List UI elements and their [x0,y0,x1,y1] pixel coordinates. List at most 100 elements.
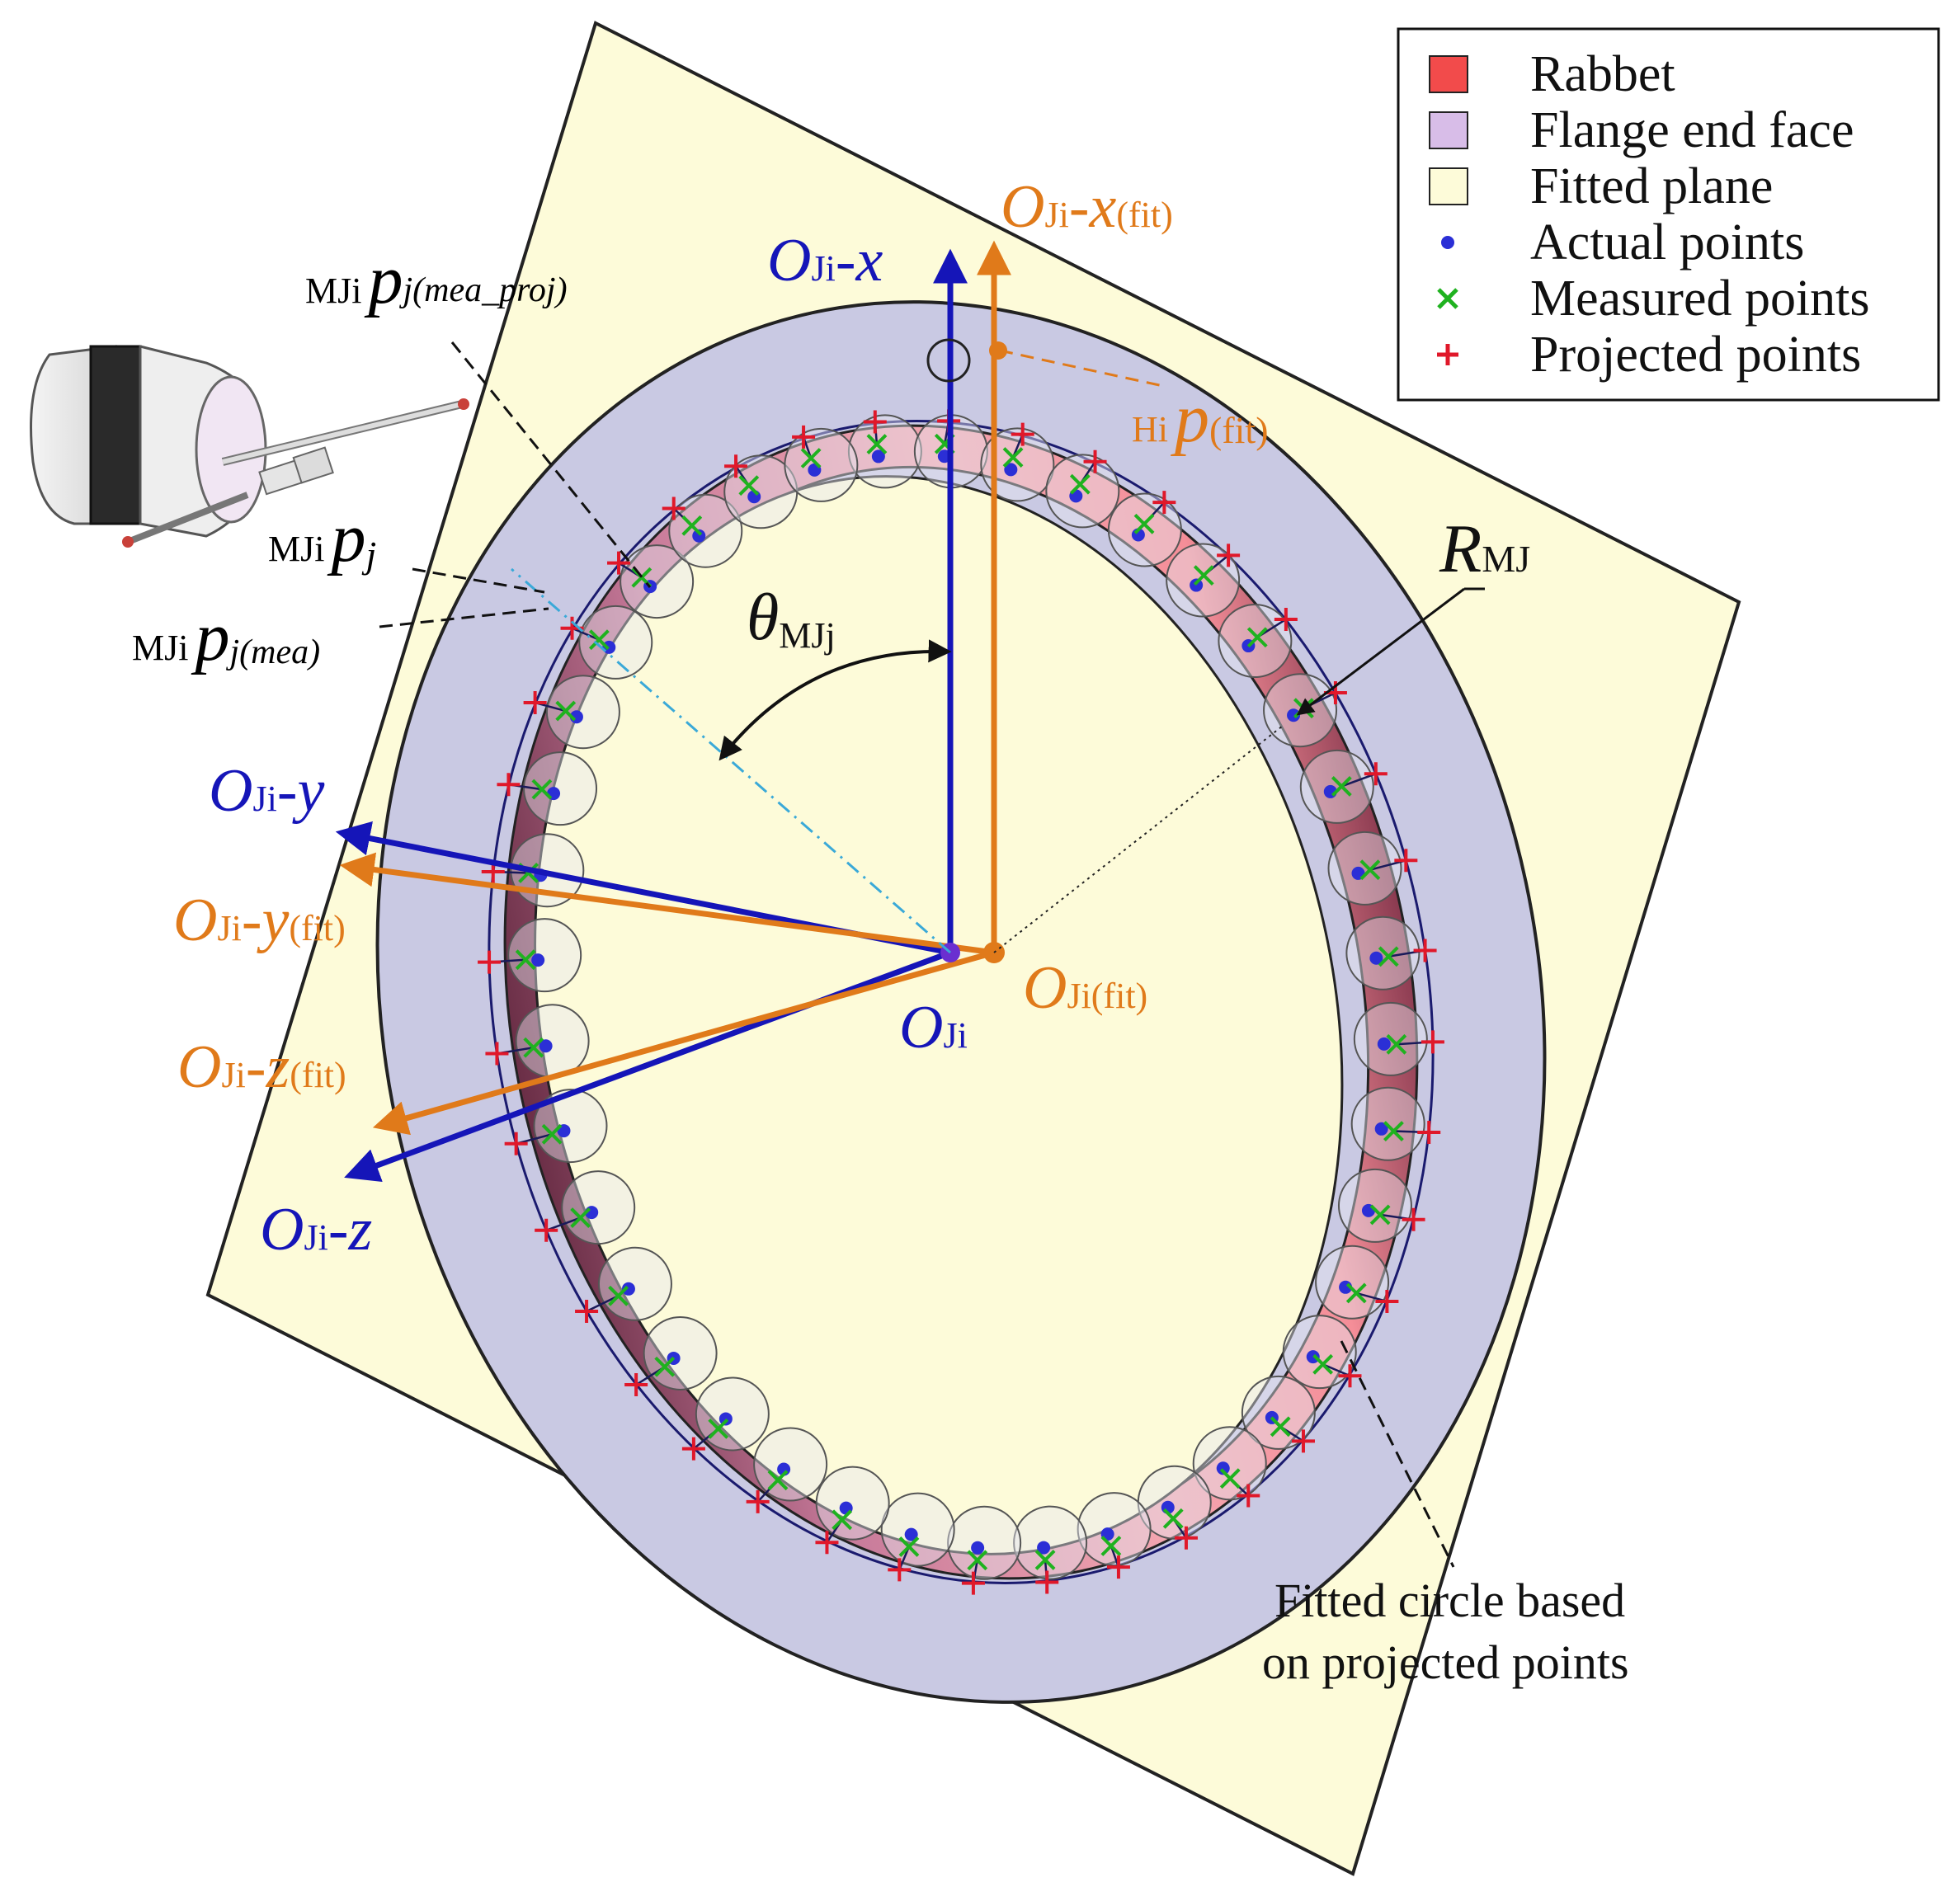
legend-swatch-2 [1429,167,1468,205]
measured-point [1002,447,1024,468]
projected-point [1394,849,1418,873]
measured-point [1133,513,1155,534]
projected-point [1083,449,1107,473]
probe-sphere [561,1170,636,1245]
legend-label-5: Projected points [1530,327,1861,383]
actual-point [531,953,545,967]
projected-point [662,496,686,520]
probe-sphere [753,1427,828,1502]
probe-sphere [1045,454,1120,529]
legend-label-0: Rabbet [1530,46,1675,102]
measured-point [555,700,577,722]
probe-sphere [695,1376,770,1452]
measured-point [1270,1416,1291,1438]
projected-point [478,950,502,974]
label-axis-x-fit: OJi-x(fit) [1001,173,1173,241]
measured-point [1193,565,1214,586]
projected-point [504,1132,528,1155]
legend-label-1: Flange end face [1530,102,1854,158]
axis-y-fit-arrow [339,852,995,956]
probe-sphere [1315,1245,1390,1320]
probe-sphere [1337,1168,1412,1243]
legend-label-2: Fitted plane [1530,158,1773,214]
label-axis-z-fit: OJi-z(fit) [177,1033,346,1101]
fitted-circle [488,420,1435,1584]
legend-swatch-0 [1429,55,1468,93]
measured-point [515,949,536,971]
label-axis-x: OJi-x [767,227,883,294]
projected-point [681,1437,705,1461]
actual-point [871,449,885,463]
label-p-mea: MJipj(mea) [132,599,320,675]
measured-point [1246,627,1268,648]
projection-line [1322,1363,1350,1377]
actual-point [1037,1541,1051,1555]
leader-p-j [412,567,545,594]
label-axis-z: OJi-z [260,1196,372,1263]
measured-point [1359,859,1381,881]
measured-point [866,434,888,454]
measured-point [1378,946,1399,967]
projected-point [624,1373,648,1397]
projection-line [572,627,600,641]
legend-box [1397,27,1940,402]
projected-point [607,551,631,575]
measured-point [1219,1468,1241,1489]
measured-point [654,1356,676,1377]
projected-point [1402,1207,1425,1231]
probe-sphere [523,751,598,826]
label-axis-y-fit: OJi-y(fit) [173,887,346,954]
axes-layer [335,240,1011,1182]
label-origin-oji-fit: OJi(fit) [1023,954,1147,1022]
measured-point [800,448,822,468]
projection-line [545,1216,582,1231]
projected-point [961,1571,985,1595]
radius-line [993,725,1284,953]
actual-point [1004,463,1018,477]
p-fit-marker [989,341,1007,360]
probe-sphere [1192,1426,1267,1501]
projected-point [1413,939,1437,962]
theta-arc [719,639,952,761]
probe-sphere [533,1089,608,1164]
projected-point [792,425,816,449]
annotation-line-2: on projected points [1262,1635,1629,1689]
measured-point [1369,1204,1391,1226]
leader-p-mea [379,607,549,628]
axis-z-arrow [344,949,952,1182]
label-origin-oji: OJi [899,994,968,1061]
probe-sphere [597,1246,672,1321]
projected-point [1174,1526,1198,1550]
legend-cross-icon [1437,288,1458,309]
projected-point [497,773,521,797]
points-layer [478,409,1444,1595]
projected-point [1152,491,1176,515]
measured-point [1162,1508,1184,1529]
measured-point [967,1550,988,1571]
measured-point [767,1470,789,1491]
label-theta: θMJj [747,581,836,656]
measured-point [708,1418,729,1439]
probe-sphere [880,1492,955,1567]
axis-z-fit-arrow [372,949,995,1136]
probe-sphere [668,493,743,568]
measured-point [541,1123,563,1145]
probe-sphere [1299,749,1374,824]
measured-point [1100,1536,1122,1556]
measured-point [1383,1121,1404,1141]
projected-point [888,1558,912,1582]
projected-point [1011,422,1034,446]
measured-point [531,779,553,800]
projected-point [1338,1364,1362,1388]
probe-sphere [1345,915,1421,990]
actual-point [1216,1461,1230,1475]
probe-sphere [1327,831,1402,906]
projected-point [724,454,748,478]
projection-line [1340,773,1377,788]
label-p-fit: Hip(fit) [1132,380,1269,457]
legend-swatch-1 [1429,111,1468,149]
measured-point [832,1509,853,1531]
projected-point [815,1531,839,1555]
